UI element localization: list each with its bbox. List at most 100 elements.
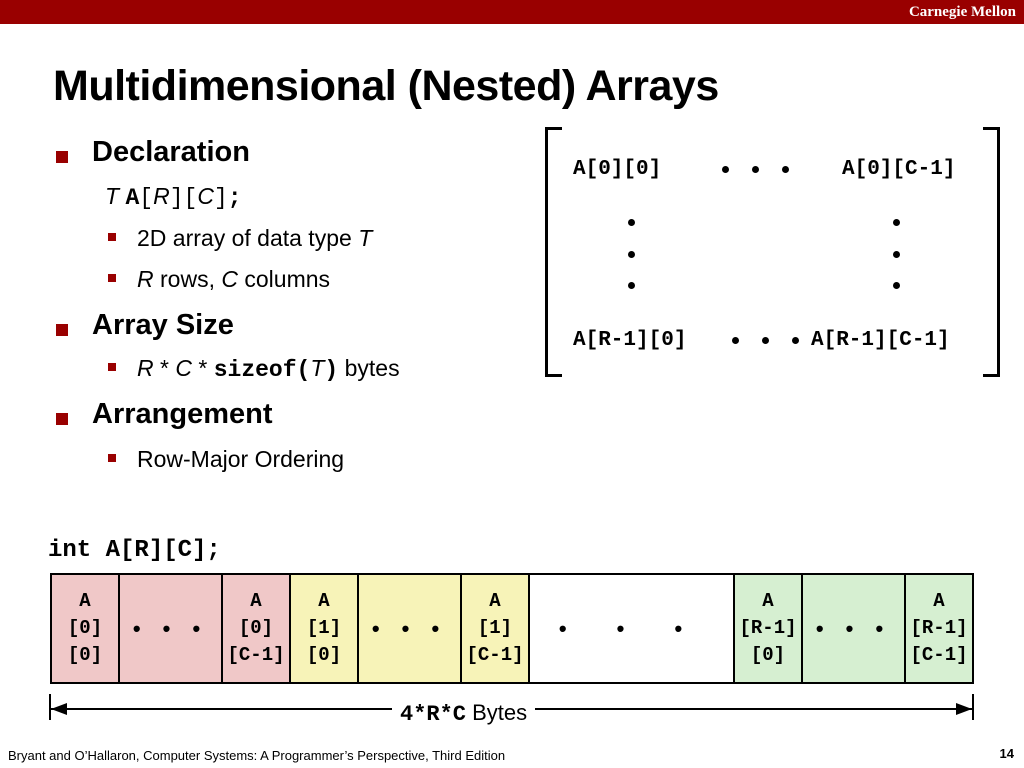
- ellipsis-dot: [628, 219, 635, 226]
- memory-cell-ellipsis-row0: • • •: [118, 573, 223, 684]
- dim-r: R: [137, 355, 154, 381]
- size-code: 4*R*C: [400, 702, 467, 727]
- sub-bullet-square: [108, 274, 116, 282]
- ellipsis-dot: [628, 251, 635, 258]
- dim-c: C: [175, 355, 192, 381]
- total-size-label: 4*R*C Bytes: [392, 700, 536, 727]
- span-start-tick: [49, 694, 51, 720]
- ellipsis-dot: [782, 166, 789, 173]
- ellipsis-dot: [893, 219, 900, 226]
- ellipsis-dot: [752, 166, 759, 173]
- declaration-heading: Declaration: [92, 136, 250, 168]
- ellipsis: • • •: [371, 615, 448, 641]
- cell-line: [1]: [306, 617, 342, 639]
- dim-c: C: [197, 183, 214, 209]
- cell-line: [0]: [238, 617, 274, 639]
- memory-cell-a0c1: A [0] [C-1]: [221, 573, 291, 684]
- sub-bullet-square: [108, 363, 116, 371]
- page-number: 14: [999, 746, 1014, 761]
- bullet-square: [56, 151, 68, 163]
- ellipsis: • • •: [132, 615, 209, 641]
- bracket: ]: [213, 185, 228, 211]
- array-name: A: [125, 185, 140, 211]
- cell-line: A: [79, 590, 91, 612]
- arrangement-sub1: Row-Major Ordering: [137, 446, 345, 472]
- cell-line: A: [489, 590, 501, 612]
- bracket: ]: [169, 185, 184, 211]
- matrix-right-bracket: [983, 127, 1000, 377]
- memory-cell-ellipsis-row1: • • •: [357, 573, 462, 684]
- ellipsis-dot: [628, 282, 635, 289]
- memory-cell-a10: A [1] [0]: [289, 573, 359, 684]
- dim-r: R: [137, 266, 154, 292]
- arrangement-heading: Arrangement: [92, 398, 273, 430]
- ellipsis-dot: [762, 337, 769, 344]
- cell-line: [R-1]: [739, 617, 797, 639]
- bullet-square: [56, 324, 68, 336]
- dim-r: R: [153, 183, 170, 209]
- matrix-left-bracket: [545, 127, 562, 377]
- sub-bullet-square: [108, 233, 116, 241]
- array-size-heading: Array Size: [92, 309, 234, 341]
- text: *: [153, 355, 176, 381]
- sizeof-code: ): [324, 357, 339, 383]
- sub-bullet-square: [108, 454, 116, 462]
- ellipsis-dot: [722, 166, 729, 173]
- brand-label: Carnegie Mellon: [908, 4, 1016, 20]
- text: columns: [237, 266, 331, 292]
- text: bytes: [338, 355, 400, 381]
- cell-line: [C-1]: [910, 644, 968, 666]
- memory-cell-a1c1: A [1] [C-1]: [460, 573, 530, 684]
- bullet-square: [56, 413, 68, 425]
- ellipsis-dot: [893, 251, 900, 258]
- slide-title: Multidimensional (Nested) Arrays: [53, 62, 719, 110]
- ellipsis-dot: [893, 282, 900, 289]
- cell-line: [0]: [67, 644, 103, 666]
- size-unit: Bytes: [466, 700, 528, 725]
- cell-line: A: [762, 590, 774, 612]
- memory-cell-ar1c1: A [R-1] [C-1]: [904, 573, 974, 684]
- text: 2D array of data type: [137, 225, 359, 251]
- cell-line: [C-1]: [227, 644, 285, 666]
- memory-cell-middle-rows: • • •: [528, 573, 735, 684]
- cell-line: A: [318, 590, 330, 612]
- type-t: T: [310, 355, 325, 381]
- ellipsis: • • •: [815, 615, 892, 641]
- declaration-sub2: R rows, C columns: [137, 266, 330, 293]
- text: *: [191, 355, 214, 381]
- matrix-bottom-right: A[R-1][C-1]: [811, 329, 950, 352]
- cell-line: A: [933, 590, 945, 612]
- span-end-tick: [972, 694, 974, 720]
- int-declaration: int A[R][C];: [48, 537, 221, 564]
- cell-line: [0]: [750, 644, 786, 666]
- cell-line: A: [250, 590, 262, 612]
- matrix-bottom-left: A[R-1][0]: [573, 329, 687, 352]
- dim-c: C: [221, 266, 238, 292]
- ellipsis: • • •: [558, 615, 705, 641]
- arrow-left-icon: [51, 703, 67, 715]
- matrix-top-left: A[0][0]: [573, 158, 662, 181]
- type-t: T: [358, 225, 373, 251]
- matrix-top-right: A[0][C-1]: [842, 158, 956, 181]
- bracket: [: [139, 185, 154, 211]
- declaration-code: T A[R][C];: [105, 183, 242, 211]
- semicolon: ;: [227, 185, 242, 211]
- ellipsis-dot: [732, 337, 739, 344]
- sizeof-code: sizeof(: [213, 357, 311, 383]
- cell-line: [0]: [306, 644, 342, 666]
- cell-line: [R-1]: [910, 617, 968, 639]
- cell-line: [1]: [477, 617, 513, 639]
- array-size-formula: R * C * sizeof(T) bytes: [137, 355, 400, 383]
- cell-line: [0]: [67, 617, 103, 639]
- bracket: [: [183, 185, 198, 211]
- footer-citation: Bryant and O’Hallaron, Computer Systems:…: [8, 748, 506, 763]
- memory-cell-ar10: A [R-1] [0]: [733, 573, 803, 684]
- ellipsis-dot: [792, 337, 799, 344]
- text: rows,: [153, 266, 222, 292]
- memory-cell-ellipsis-last: • • •: [801, 573, 906, 684]
- cell-line: [C-1]: [466, 644, 524, 666]
- memory-cell-a00: A [0] [0]: [50, 573, 120, 684]
- type-t: T: [105, 183, 120, 209]
- arrow-right-icon: [956, 703, 972, 715]
- top-bar: Carnegie Mellon: [0, 0, 1024, 24]
